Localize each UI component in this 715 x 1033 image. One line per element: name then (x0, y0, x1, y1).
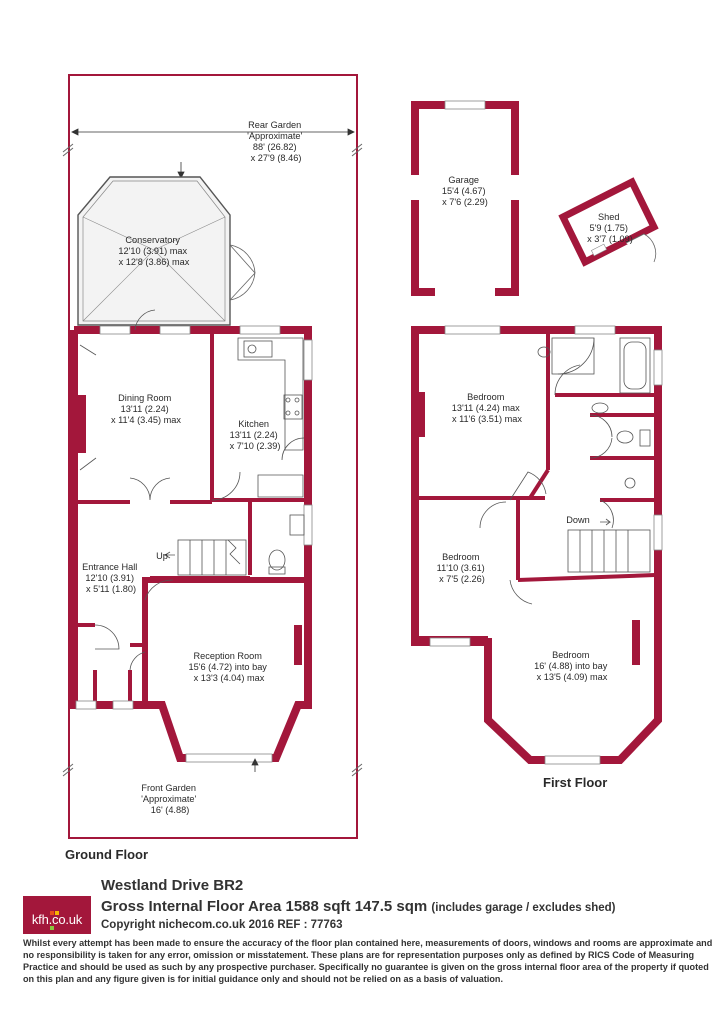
garage (411, 100, 519, 296)
conservatory-label: Conservatory 12'10 (3.91) max x 12'8 (3.… (118, 235, 189, 267)
kfh-logo: kfh.co.uk (23, 896, 91, 934)
ground-floor-label: Ground Floor (65, 847, 148, 862)
ground-floor-wc (268, 514, 305, 575)
first-floor-windows (429, 325, 663, 765)
ground-floor-walls (70, 326, 312, 762)
front-garden-arrow (251, 758, 259, 772)
property-address: Westland Drive BR2 (101, 877, 244, 894)
stairs-down-label: Down (566, 515, 590, 525)
garden-dimension-line (71, 128, 355, 179)
ground-floor-windows (75, 325, 313, 763)
shed (558, 177, 659, 267)
bedroom-3-label: Bedroom 16' (4.88) into bay x 13'5 (4.09… (534, 650, 610, 682)
kitchen-units (237, 337, 305, 498)
reception-chimney (294, 625, 302, 665)
kitchen-label: Kitchen 13'11 (2.24) x 7'10 (2.39) (230, 419, 281, 451)
ground-floor-doors (79, 309, 241, 671)
garage-label: Garage 15'4 (4.67) x 7'6 (2.29) (442, 175, 488, 207)
first-floor-label: First Floor (543, 775, 607, 790)
copyright: Copyright nichecom.co.uk 2016 REF : 7776… (101, 919, 343, 931)
first-floor-inner-walls (418, 333, 656, 640)
bedroom-3-chimney (632, 620, 640, 665)
floor-area-note: (includes garage / excludes shed) (431, 902, 616, 914)
logo-dot-2 (55, 911, 59, 915)
front-garden-label: Front Garden 'Approximate' 16' (4.88) (141, 783, 199, 815)
logo-dot-3 (50, 926, 54, 930)
ground-floor-stairs (163, 539, 247, 576)
stairs-up-label: Up (156, 551, 168, 561)
first-floor-stairs (567, 518, 651, 573)
logo-dot-1 (50, 911, 54, 915)
ground-floor-inner-walls (77, 333, 305, 705)
chimney-breast (76, 395, 86, 453)
logo-dots (50, 903, 64, 930)
bedroom-2-label: Bedroom 11'10 (3.61) x 7'5 (2.26) (437, 552, 488, 584)
plot-boundary (68, 74, 358, 839)
disclaimer: Whilst every attempt has been made to en… (23, 938, 713, 984)
entrance-hall-label: Entrance Hall 12'10 (3.91) x 5'11 (1.80) (82, 562, 140, 594)
reception-room-label: Reception Room 15'6 (4.72) into bay x 13… (189, 651, 270, 683)
dining-room-label: Dining Room 13'11 (2.24) x 11'4 (3.45) m… (111, 393, 181, 425)
floor-area-main: Gross Internal Floor Area 1588 sqft 147.… (101, 898, 428, 915)
logo-text: kfh.co.uk (31, 911, 83, 927)
bedroom-chimney (417, 392, 425, 437)
first-floor-doors (479, 364, 614, 605)
bedroom-1-label: Bedroom 13'11 (4.24) max x 11'6 (3.51) m… (452, 392, 523, 424)
shed-label: Shed 5'9 (1.75) x 3'7 (1.09) (587, 212, 633, 244)
floor-area: Gross Internal Floor Area 1588 sqft 147.… (101, 898, 615, 915)
rear-garden-label: Rear Garden 'Approximate' 88' (26.82) x … (247, 120, 305, 163)
conservatory (77, 176, 256, 326)
boundary-break-marks (62, 143, 363, 777)
floor-plan: Rear Garden 'Approximate' 88' (26.82) x … (62, 74, 663, 862)
